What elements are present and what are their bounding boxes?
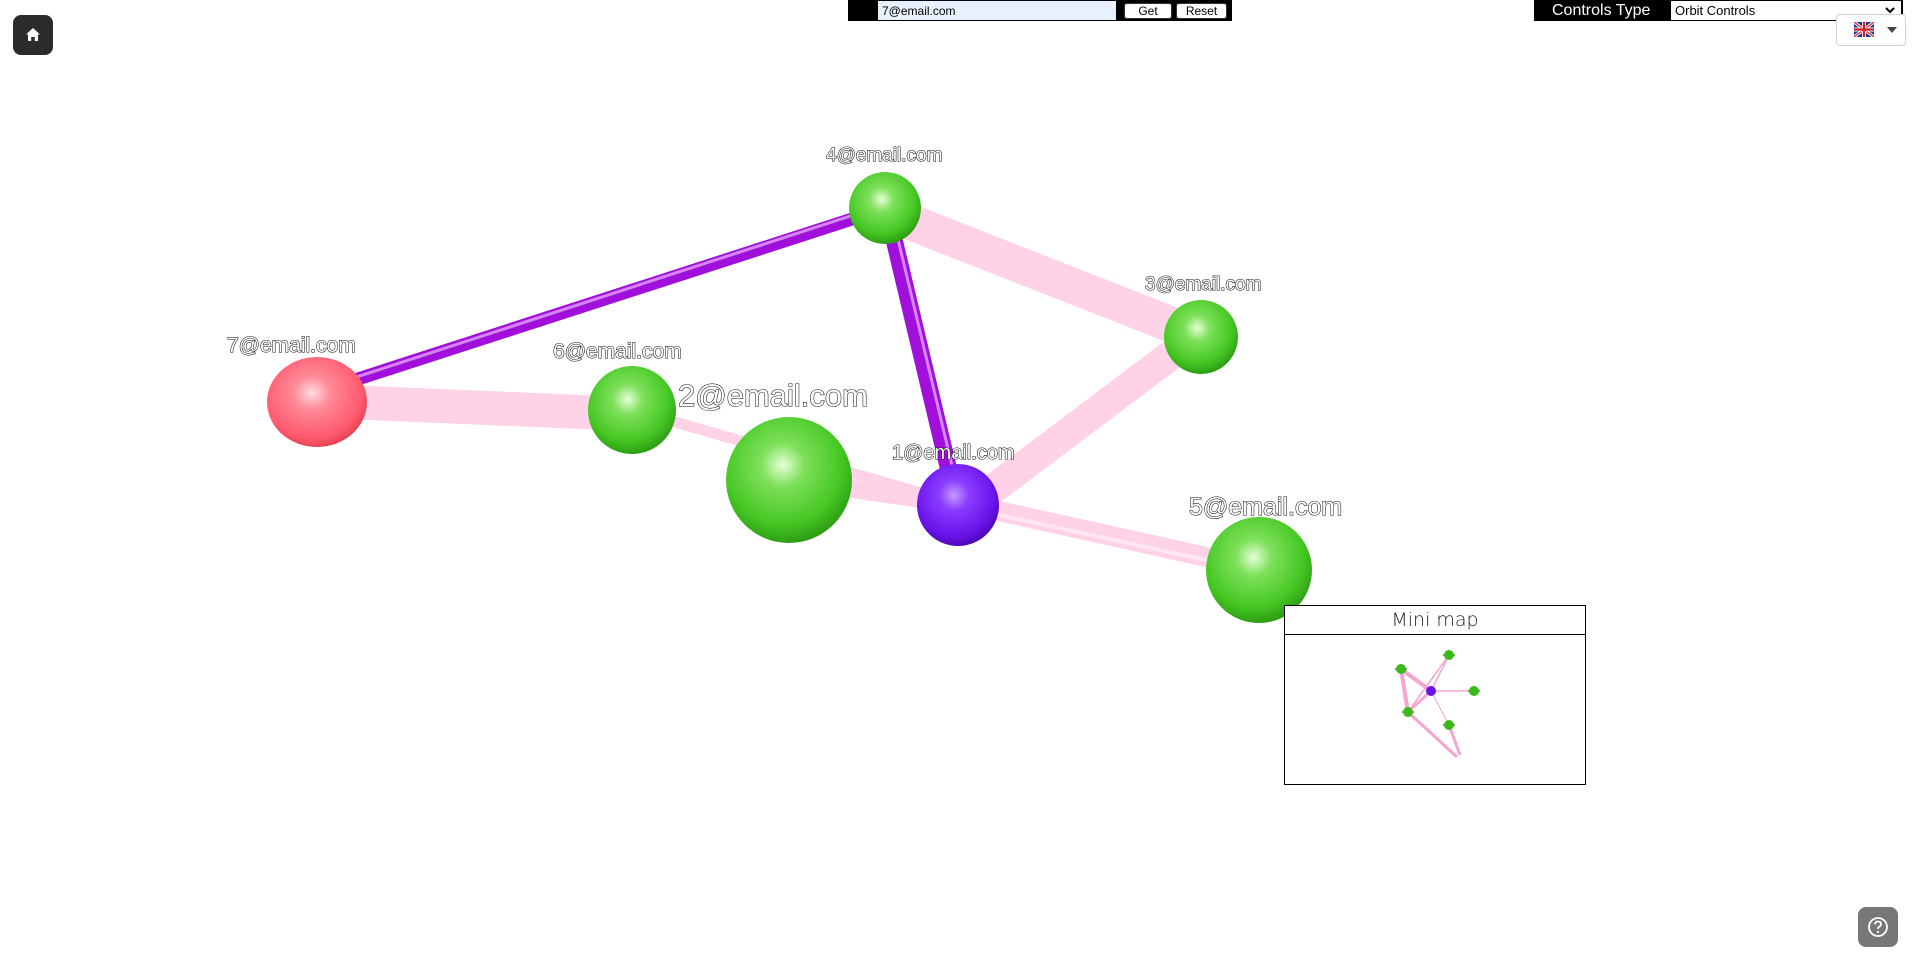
node-4-label: 4@email.com xyxy=(826,145,942,166)
reset-button[interactable]: Reset xyxy=(1176,3,1227,19)
edge-3-1[interactable] xyxy=(970,337,1190,510)
edge-1-5[interactable] xyxy=(975,498,1230,570)
mini-map-title: Mini map xyxy=(1285,606,1585,635)
caret-down-icon xyxy=(1887,27,1897,33)
help-button[interactable] xyxy=(1858,907,1898,947)
edge-4-3[interactable] xyxy=(882,200,1203,348)
home-icon xyxy=(26,28,40,41)
node-7[interactable] xyxy=(267,357,367,447)
uk-flag-icon xyxy=(1854,22,1874,37)
edge-7-6[interactable] xyxy=(328,385,622,430)
node-6-label: 6@email.com xyxy=(553,340,682,363)
edge-4-1-highlight xyxy=(895,233,956,476)
mini-map-canvas[interactable] xyxy=(1285,635,1585,785)
node-3-label: 3@email.com xyxy=(1145,274,1261,295)
graph-labels: 7@email.com 6@email.com 2@email.com 4@em… xyxy=(226,144,1342,521)
graph-nodes xyxy=(267,172,1312,623)
chevron-down-icon xyxy=(1885,1,1895,26)
node-5-label: 5@email.com xyxy=(1189,493,1342,521)
help-icon xyxy=(1868,917,1888,937)
search-input[interactable] xyxy=(878,1,1116,20)
controls-type-label: Controls Type xyxy=(1552,2,1651,19)
mini-map-edges xyxy=(1395,654,1480,759)
controls-type-value: Orbit Controls xyxy=(1675,3,1756,18)
controls-type-bar: Controls Type Orbit Controls xyxy=(1534,0,1903,21)
node-5[interactable] xyxy=(1206,517,1312,623)
edge-7-4-highlight xyxy=(330,205,880,387)
node-1[interactable] xyxy=(917,464,999,546)
language-selector[interactable] xyxy=(1836,14,1906,46)
node-1-label: 1@email.com xyxy=(892,442,1015,464)
home-button[interactable] xyxy=(13,15,53,55)
search-bar: Get Reset xyxy=(848,0,1232,21)
node-3[interactable] xyxy=(1164,300,1238,374)
node-2[interactable] xyxy=(726,417,852,543)
node-4[interactable] xyxy=(849,172,921,244)
mini-map[interactable]: Mini map xyxy=(1284,605,1586,785)
graph-edges xyxy=(323,200,1230,570)
node-7-label: 7@email.com xyxy=(227,334,356,357)
edge-4-1[interactable] xyxy=(884,226,959,484)
edge-7-4[interactable] xyxy=(323,203,887,395)
get-button[interactable]: Get xyxy=(1124,3,1172,19)
mini-map-nodes xyxy=(1396,650,1479,730)
edge-1-5-highlight xyxy=(983,510,1222,565)
node-2-label: 2@email.com xyxy=(678,378,868,413)
node-6[interactable] xyxy=(588,366,676,454)
